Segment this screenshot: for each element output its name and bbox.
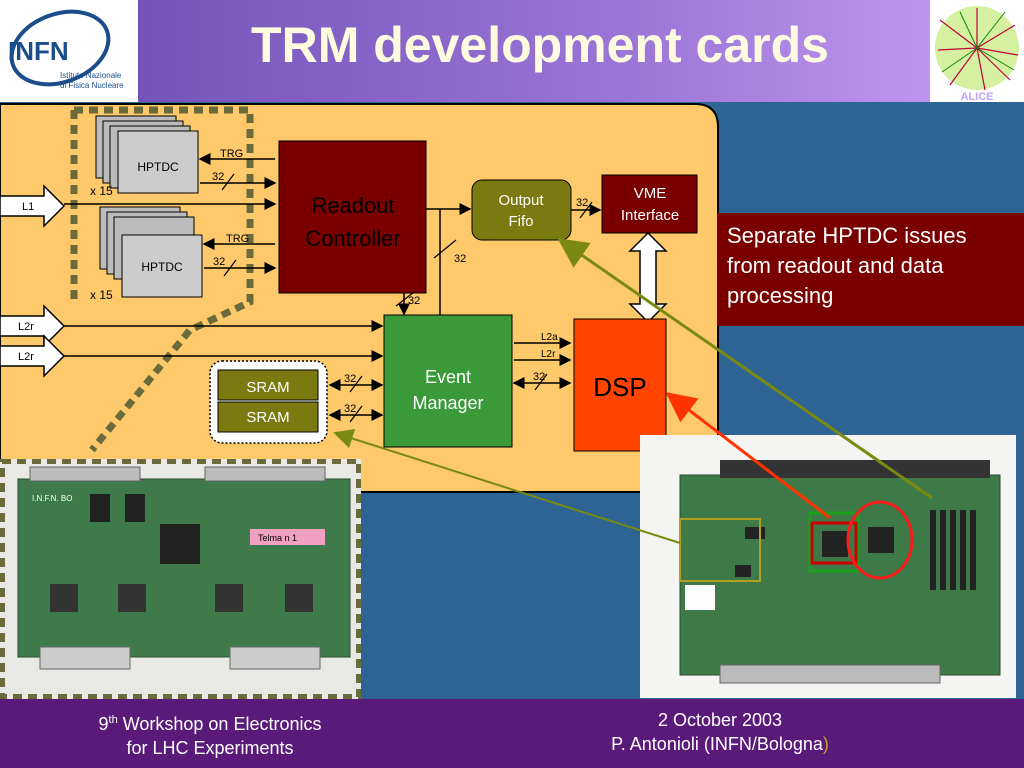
- header-bar: [0, 0, 1024, 102]
- event-manager-label-2: Manager: [412, 393, 483, 413]
- pointer-fifo: [557, 238, 933, 500]
- l2a-label: L2a: [541, 332, 558, 343]
- input-arrow-l1: [0, 184, 66, 228]
- sram-block-1: [217, 369, 319, 401]
- hptdc-label-bottom: HPTDC: [141, 260, 183, 274]
- hptdc-card-image: I.N.F.N. BO Telma n 1: [0, 458, 362, 700]
- alice-logo: ALICE: [930, 0, 1024, 103]
- hptdc-label-top: HPTDC: [137, 160, 179, 174]
- bus-width-sram-2: 32: [344, 403, 356, 415]
- logo-sub-text-1: Istituto Nazionale: [60, 71, 122, 80]
- pointer-sram: [333, 428, 681, 544]
- logo-sub-text-2: di Fisica Nucleare: [60, 81, 124, 90]
- bus-width-bottom: 32: [213, 256, 225, 268]
- footer-right-line1: 2 October 2003: [657, 710, 783, 730]
- infn-logo-icon: INFN Istituto Nazionale di Fisica Nuclea…: [8, 9, 124, 90]
- sram-label-1: SRAM: [246, 379, 289, 396]
- vme-interface-block: [601, 174, 698, 234]
- vme-label-2: Interface: [621, 207, 679, 224]
- footer-left: 9th Workshop on Electronics for LHC Expe…: [40, 708, 380, 760]
- trm-card-photo: [640, 435, 1016, 698]
- logo-main-text: INFN: [8, 36, 69, 66]
- vme-label-1: VME: [634, 185, 667, 202]
- l2r-label: L2r: [541, 349, 556, 360]
- input-arrow-l2r-1: [0, 304, 66, 348]
- hptdc-stack-top: [95, 115, 199, 194]
- bus-width-readout-event: 32: [408, 295, 420, 307]
- infn-logo: INFN Istituto Nazionale di Fisica Nuclea…: [0, 0, 138, 102]
- pointer-dsp: [665, 392, 831, 520]
- x15-label-bottom: x 15: [90, 288, 113, 302]
- input-l1-label: L1: [22, 201, 34, 213]
- bus-width-fifo-vme: 32: [576, 197, 588, 209]
- bus-width-sram-1: 32: [344, 373, 356, 385]
- output-fifo-label-2: Fifo: [508, 213, 533, 230]
- callout-box: Separate HPTDC issues from readout and d…: [717, 213, 1024, 326]
- sram-block-2: [217, 401, 319, 433]
- hptdc-dashed-boundary: [74, 106, 254, 453]
- bus-width-top: 32: [212, 171, 224, 183]
- dsp-label: DSP: [593, 372, 646, 402]
- page-title: TRM development cards: [251, 17, 829, 73]
- bus-width-event-dsp: 32: [533, 371, 545, 383]
- event-manager-label-1: Event: [425, 367, 471, 387]
- footer-left-line2: for LHC Experiments: [126, 738, 294, 758]
- footer-left-line1: 9th Workshop on Electronics: [98, 714, 322, 734]
- event-manager-block: [383, 314, 513, 448]
- x15-label-top: x 15: [90, 184, 113, 198]
- alice-logo-icon: ALICE: [935, 6, 1019, 103]
- sticker-label: Telma n 1: [258, 533, 297, 543]
- dsp-block: [573, 318, 667, 452]
- input-l2r-label-1: L2r: [18, 321, 34, 333]
- alice-logo-text: ALICE: [961, 91, 994, 102]
- hptdc-stack-bottom: [99, 206, 203, 298]
- trm-card-image: [640, 435, 1016, 698]
- footer-right-line2: P. Antonioli (INFN/Bologna): [611, 734, 829, 754]
- footer-right: 2 October 2003 P. Antonioli (INFN/Bologn…: [560, 708, 880, 756]
- trg-label-bottom: TRG: [226, 233, 249, 245]
- sram-label-2: SRAM: [246, 409, 289, 426]
- readout-label-2: Controller: [305, 226, 400, 251]
- trg-label-top: TRG: [220, 148, 243, 160]
- output-fifo-label-1: Output: [498, 192, 544, 209]
- footer-bar: [0, 699, 1024, 768]
- input-l2r-label-2: L2r: [18, 351, 34, 363]
- readout-label-1: Readout: [311, 193, 394, 218]
- board-label-left: I.N.F.N. BO: [32, 494, 72, 503]
- readout-controller-block: [278, 140, 427, 294]
- block-diagram: HPTDC x 15 HPTDC x 15 TRG 32 TRG 32 L1 L…: [0, 103, 719, 493]
- input-arrow-l2r-2: [0, 334, 66, 378]
- bus-width-readout-fifo: 32: [454, 253, 466, 265]
- hptdc-card-photo: I.N.F.N. BO Telma n 1: [0, 458, 362, 700]
